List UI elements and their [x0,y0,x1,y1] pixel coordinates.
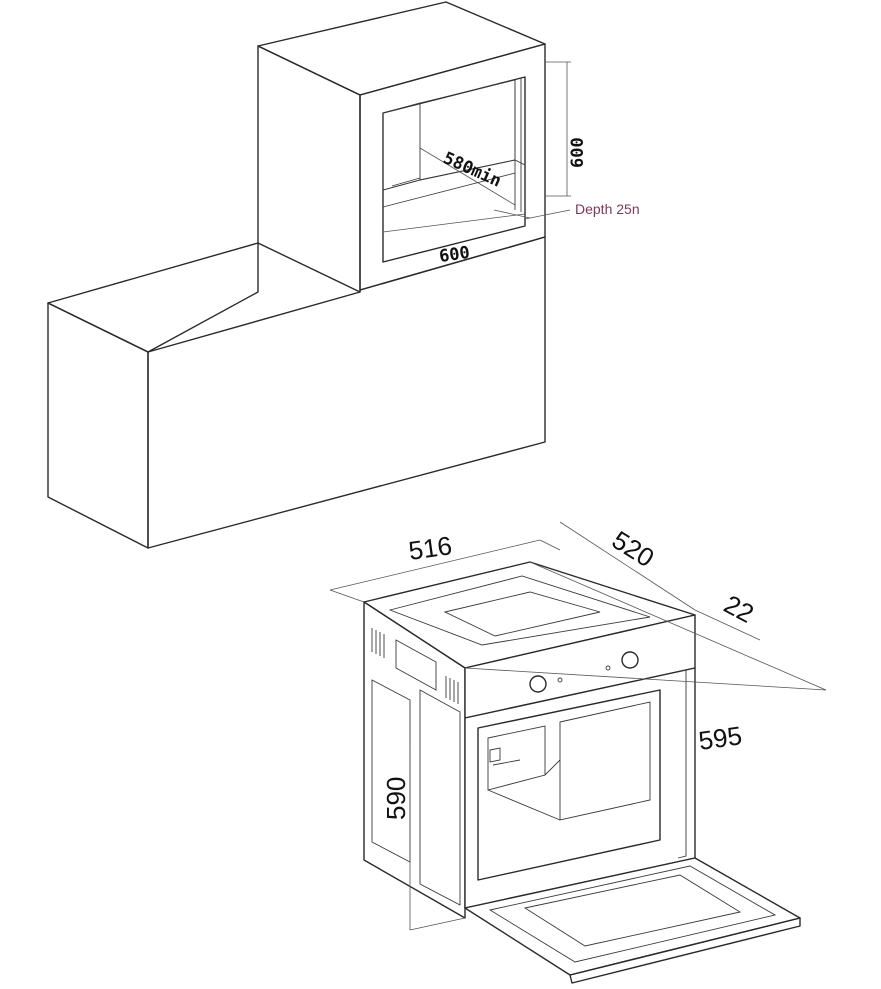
niche-depth-dim-line [419,147,516,206]
niche-side-edge [514,78,522,212]
oven-drawing [363,561,801,984]
oven-width-label: 516 [407,530,454,566]
depth-dim-line [559,521,696,611]
front-diag-dim-line-1 [529,561,827,691]
oven-front-width-label: 595 [697,720,744,756]
oven-side-vent-2 [445,676,459,704]
niche-height-dim-line [545,61,571,197]
height-dim-ext [409,917,466,931]
niche-shelf-line [382,172,516,208]
cabinet-tall-front-face [359,43,546,291]
oven-knob-right-icon [621,651,639,669]
oven-indicator-2-icon [605,665,611,671]
oven-depth-label: 520 [607,525,660,573]
niche-detail [391,177,421,187]
cabinet-lower-front-face [147,236,546,549]
oven-cavity-edges [487,759,561,821]
oven-door-inner [488,865,777,963]
depth-note-leader [524,209,571,220]
oven-indicator-1-icon [557,677,563,683]
niche-floor-line [382,159,526,191]
oven-knob-left-icon [529,675,547,693]
oven-door-glass [523,874,742,947]
niche-width-dim-line [382,213,526,233]
niche-depth-label: 580min [440,148,504,191]
oven-dimensions [329,521,827,931]
oven-side-rail [677,669,687,859]
niche-width-label: 600 [438,243,471,267]
oven-left-panel-2 [419,689,461,906]
oven-cavity-opening [477,689,661,881]
depth-note: Depth 25n [575,201,640,217]
oven-side-vent-1 [371,628,385,658]
oven-top-recess [388,575,651,646]
niche-depth-leader [493,209,531,219]
cabinet-tall-top-face [257,1,546,96]
niche-left-wall [382,102,421,191]
oven-panel-depth-label: 22 [719,589,759,629]
oven-side-handle [395,639,437,691]
oven-back-wall [559,701,651,821]
cabinet-tall-left-face [257,45,361,293]
oven-height-label: 590 [381,777,411,820]
oven-top-panel [443,591,601,637]
cabinet-drawing [47,1,571,549]
cabinet-lower-top-face [47,242,259,353]
width-dim-line [329,539,541,591]
panel-dim-line [694,609,761,641]
cabinet-lower-left-face [47,302,149,549]
oven-element-icon [489,747,521,766]
niche-height-label: 600 [568,137,588,168]
oven-door-edge [569,917,801,984]
front-diag-dim-line-2 [464,667,827,691]
width-dim-ext [329,539,561,603]
